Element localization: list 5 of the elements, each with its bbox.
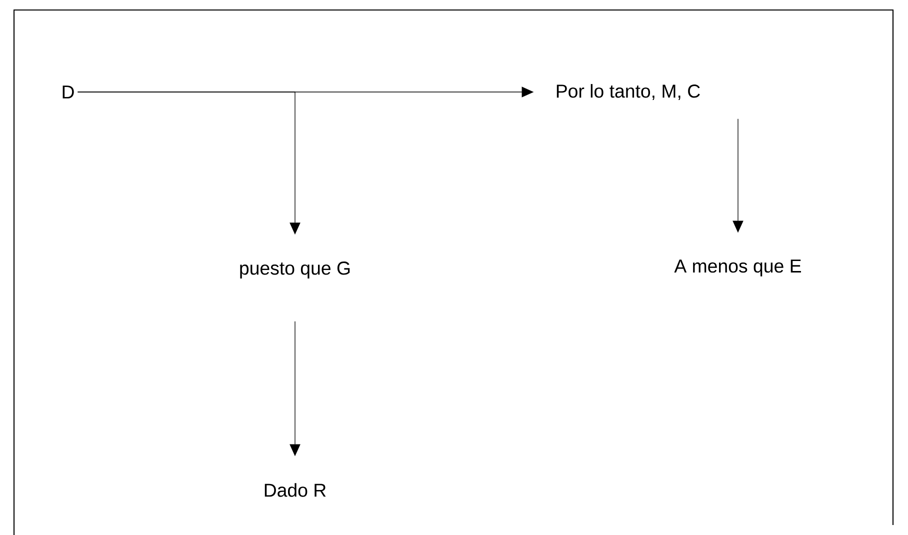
node-label: A menos que E [674, 260, 801, 276]
node-label: puesto que G [240, 262, 350, 278]
node-label: Dado R [264, 483, 326, 497]
node-label: Por lo tanto, M, C [556, 84, 700, 100]
node-label: D [62, 86, 74, 98]
